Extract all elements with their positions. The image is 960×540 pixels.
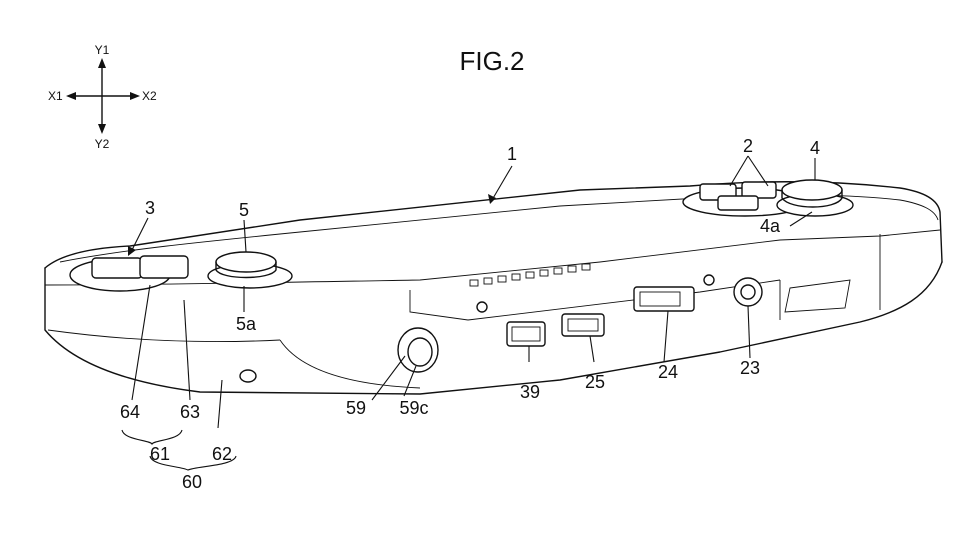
- ref-64: 64: [120, 402, 140, 422]
- ref-4a: 4a: [760, 216, 781, 236]
- screw-right: [703, 274, 715, 286]
- figure-title: FIG.2: [459, 46, 524, 76]
- ref-62: 62: [212, 444, 232, 464]
- vent-slots: [469, 263, 591, 287]
- front-hole: [239, 369, 257, 383]
- ref-24: 24: [658, 362, 678, 382]
- axis-y2-label: Y2: [95, 137, 110, 151]
- ref-25: 25: [585, 372, 605, 392]
- left-dpad: [69, 255, 189, 292]
- jack-59: [397, 327, 439, 373]
- screw-left: [476, 301, 488, 313]
- device-drawing: [44, 179, 943, 395]
- port-39: [506, 321, 546, 347]
- axis-indicator: Y1 Y2 X1 X2: [48, 43, 157, 151]
- connector-23: [733, 277, 763, 307]
- ref-5a: 5a: [236, 314, 257, 334]
- ref-39: 39: [520, 382, 540, 402]
- axis-x1-label: X1: [48, 89, 63, 103]
- ref-60: 60: [182, 472, 202, 492]
- ref-5: 5: [239, 200, 249, 220]
- axis-y1-label: Y1: [95, 43, 110, 57]
- ref-1: 1: [507, 144, 517, 164]
- right-stick: [776, 179, 854, 217]
- left-stick: [207, 251, 293, 289]
- reference-numerals: 1 2 3 4 4a 5 5a 23 24 25 39 59 59c 64 63…: [120, 136, 820, 492]
- ref-59: 59: [346, 398, 366, 418]
- ref-2: 2: [743, 136, 753, 156]
- ref-23: 23: [740, 358, 760, 378]
- ref-63: 63: [180, 402, 200, 422]
- ref-61: 61: [150, 444, 170, 464]
- port-25: [561, 313, 605, 337]
- axis-x2-label: X2: [142, 89, 157, 103]
- slot-24: [633, 286, 695, 312]
- device-front-face: [44, 261, 943, 395]
- ref-4: 4: [810, 138, 820, 158]
- ref-3: 3: [145, 198, 155, 218]
- leader-lines: [121, 155, 816, 471]
- ref-59c: 59c: [399, 398, 428, 418]
